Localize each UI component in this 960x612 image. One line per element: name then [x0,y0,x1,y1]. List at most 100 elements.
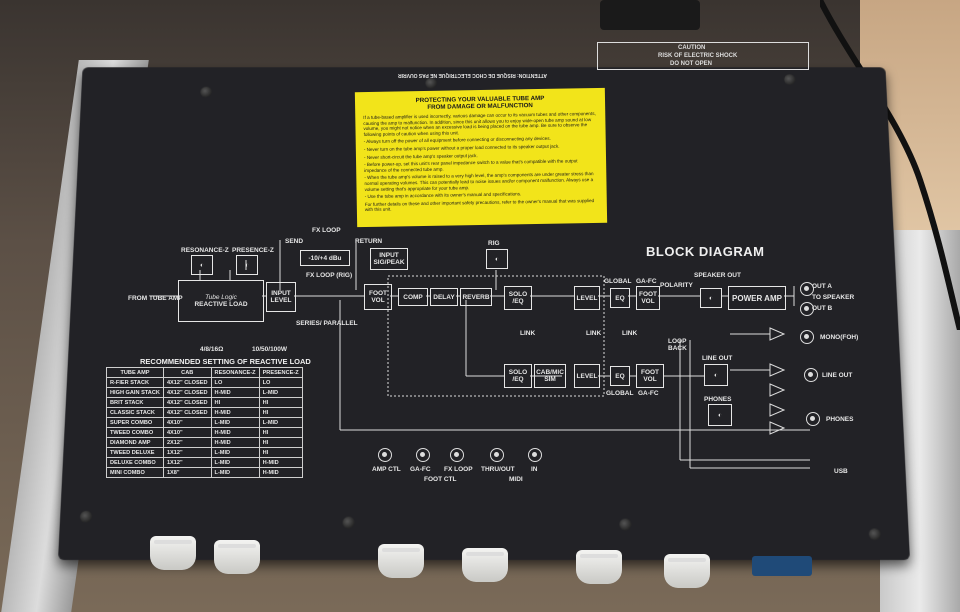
foot-vol-block-2: FOOT VOL [636,286,660,310]
table-cell: L-MID [210,467,260,478]
fx-loop-label: FX LOOP [312,227,341,234]
caution-label: CAUTION RISK OF ELECTRIC SHOCK DO NOT OP… [597,42,809,70]
table-cell: HI [258,447,303,458]
table-cell: H-MID [210,427,260,438]
table-cell: L-MID [258,387,303,398]
ga-fc-label: GA-FC [636,278,657,285]
front-knob [576,550,622,584]
speaker-out-knob-icon: ◐ [700,288,722,308]
amp-ctl-label: AMP CTL [372,466,401,473]
table-cell: H-MID [210,387,260,398]
table-cell: L-MID [210,417,260,428]
polarity-label: POLARITY [660,282,693,289]
table-cell: DIAMOND AMP [106,437,164,448]
table-cell: 4X12" CLOSED [162,387,212,398]
solo-eq-block-2: SOLO /EQ [504,364,532,388]
table-cell: 4X12" CLOSED [162,377,212,388]
rig-knob-icon: ◐ [486,249,508,269]
table-cell: DELUXE COMBO [106,457,164,468]
table-cell: BRIT STACK [106,397,164,408]
foot-vol-block-3: FOOT VOL [636,364,664,388]
eq-block: EQ [610,288,630,308]
table-cell: 1X12" [162,457,212,468]
table-cell: L-MID [258,417,303,428]
mono-jack-icon [800,330,814,344]
power-amp-block: POWER AMP [728,286,786,310]
caution-title: CAUTION [678,45,706,51]
level-block-2: LEVEL [574,364,600,388]
out-b-label: OUT B [812,305,833,312]
ga-fc-label-2: GA-FC [638,390,659,397]
ga-fc-bottom-label: GA-FC [410,466,431,473]
reactive-load-block: Tube Logic REACTIVE LOAD [178,280,264,322]
usb-label: USB [834,468,848,475]
fx-loop-jack-icon [450,448,464,462]
link-label: LINK [520,330,536,337]
table-cell: 2X12" [162,437,212,448]
fx-loop-bottom-label: FX LOOP [444,466,473,473]
table-cell: 1X8" [162,467,212,478]
out-b-jack-icon [800,302,814,316]
table-cell: HI [258,427,303,438]
fx-level-block: -10/+4 dBu [300,250,350,266]
table-cell: LO [210,377,260,388]
out-a-jack-icon [800,282,814,296]
table-cell: HI [258,407,303,418]
midi-label: MIDI [509,476,523,483]
resonance-label: RESONANCE-Z [181,247,229,254]
table-cell: HI [210,397,260,408]
table-cell: LO [258,377,303,388]
return-label: RETURN [355,238,383,245]
block-diagram-title: BLOCK DIAGRAM [646,244,765,259]
reactive-load-label: REACTIVE LOAD [194,301,248,308]
link-label-3: LINK [622,330,638,337]
table-cell: TWEED DELUXE [106,447,164,458]
table-cell: H-MID [258,467,303,478]
input-sig-peak-block: INPUT SIG/PEAK [370,248,408,270]
loop-back-label: LOOP BACK [668,338,687,352]
table-header: RESONANCE-Z [210,367,260,378]
table-cell: L-MID [210,447,260,458]
level-block: LEVEL [574,286,600,310]
global-label: GLOBAL [604,278,632,285]
table-cell: HI [258,397,303,408]
speaker-out-label: SPEAKER OUT [694,272,741,279]
power-cable [820,0,960,330]
reactive-load-table: TUBE AMP CAB RESONANCE-Z PRESENCE-Z R-FI… [106,367,303,478]
front-knob [214,540,260,574]
table-cell: 4X10" [162,427,212,438]
presence-label: PRESENCE-Z [232,247,274,254]
table-cell: H-MID [258,457,303,468]
eq-block-2: EQ [610,366,630,386]
table-cell: HIGH GAIN STACK [106,387,164,398]
resonance-knob-icon: ◐ [191,255,213,275]
impedance-label: 4/8/16Ω [200,346,224,353]
table-cell: H-MID [210,437,260,448]
table-cell: L-MID [210,457,260,468]
delay-block: DELAY [430,288,458,306]
global-label-2: GLOBAL [606,390,634,397]
tube-logic-logo: Tube Logic [205,294,237,301]
rig-label: RIG [488,240,500,247]
line-out-label: LINE OUT [702,355,733,362]
line-out-jack-icon [804,368,818,382]
input-level-block: INPUT LEVEL [266,282,296,312]
table-header: CAB [162,367,212,378]
reverb-block: REVERB [460,288,492,306]
table-header: PRESENCE-Z [258,367,303,378]
send-label: SEND [285,238,304,245]
front-knob [462,548,508,582]
solo-eq-block: SOLO /EQ [504,286,532,310]
front-knob [664,554,710,588]
